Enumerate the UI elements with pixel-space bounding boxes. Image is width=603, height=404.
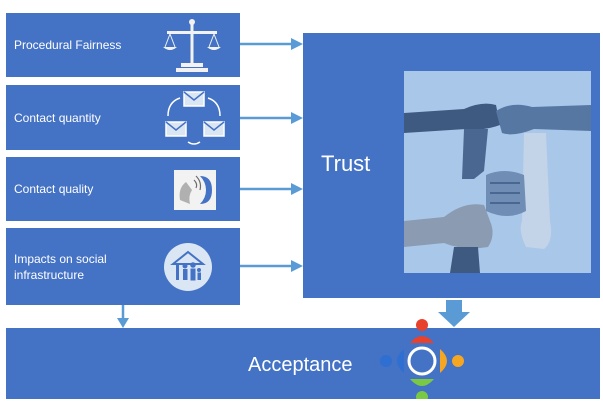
factor-label: Contact quantity bbox=[14, 110, 101, 125]
arrowhead-fairness bbox=[291, 38, 303, 50]
factor-contact-quantity: Contact quantity bbox=[6, 85, 240, 150]
scales-icon bbox=[161, 17, 223, 78]
factor-label: Procedural Fairness bbox=[14, 38, 122, 52]
factor-contact-quality: Contact quality bbox=[6, 157, 240, 221]
arrowhead-quality bbox=[291, 183, 303, 195]
arrowhead-impacts-down bbox=[117, 318, 129, 328]
house-family-icon bbox=[163, 242, 213, 297]
trust-label: Trust bbox=[321, 151, 371, 176]
envelopes-cycle-icon bbox=[160, 88, 228, 153]
acceptance-label: Acceptance bbox=[248, 354, 353, 376]
arrowhead-quantity bbox=[291, 112, 303, 124]
factor-label: Contact quality bbox=[14, 182, 94, 196]
acceptance-box: Acceptance bbox=[6, 319, 600, 403]
joined-hands-icon bbox=[404, 71, 591, 273]
factor-procedural-fairness: Procedural Fairness bbox=[6, 13, 240, 77]
factor-social-infrastructure: Impacts on social infrastructure bbox=[6, 228, 240, 305]
arrow-trust-to-acceptance bbox=[438, 300, 470, 327]
trust-box: Trust bbox=[303, 33, 600, 298]
arrowhead-impacts bbox=[291, 260, 303, 272]
listening-ear-icon bbox=[174, 170, 216, 215]
factor-label: Impacts on social infrastructure bbox=[14, 251, 107, 282]
people-circle-icon bbox=[380, 319, 464, 404]
